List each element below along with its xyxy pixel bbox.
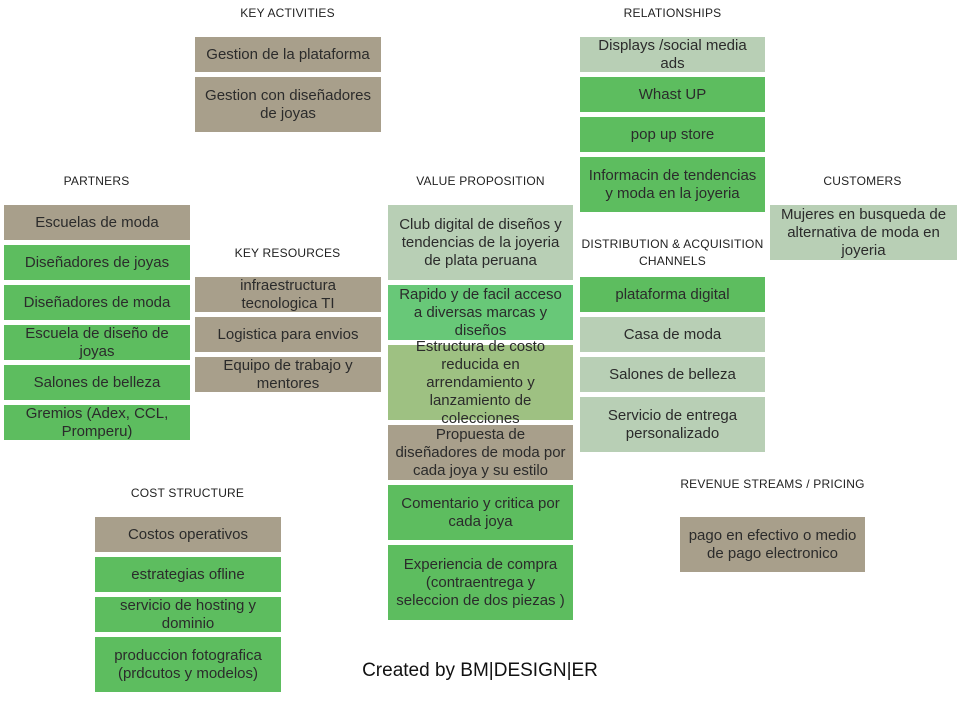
partner-card: Gremios (Adex, CCL, Promperu)	[4, 405, 190, 440]
partner-card: Diseñadores de moda	[4, 285, 190, 320]
distribution-channel-card: Casa de moda	[580, 317, 765, 352]
value-proposition-card: Comentario y critica por cada joya	[388, 485, 573, 540]
cost-structure-card: servicio de hosting y dominio	[95, 597, 281, 632]
header-value-proposition: VALUE PROPOSITION	[416, 174, 545, 188]
partner-card: Escuela de diseño de joyas	[4, 325, 190, 360]
header-cost-structure: COST STRUCTURE	[130, 486, 245, 500]
partner-card: Salones de belleza	[4, 365, 190, 400]
header-partners: PARTNERS	[63, 174, 130, 188]
key-resource-card: Equipo de trabajo y mentores	[195, 357, 381, 392]
key-activity-card: Gestion de la plataforma	[195, 37, 381, 72]
relationship-card: Displays /social media ads	[580, 37, 765, 72]
distribution-channel-card: Salones de belleza	[580, 357, 765, 392]
cost-structure-card: estrategias ofline	[95, 557, 281, 592]
value-proposition-card: Estructura de costo reducida en arrendam…	[388, 338, 573, 427]
value-proposition-card: Rapido y de facil acceso a diversas marc…	[388, 285, 573, 340]
partner-card: Diseñadores de joyas	[4, 245, 190, 280]
distribution-channel-card: Servicio de entrega personalizado	[580, 397, 765, 452]
relationship-card: pop up store	[580, 117, 765, 152]
cost-structure-card: Costos operativos	[95, 517, 281, 552]
value-proposition-card: Experiencia de compra (contraentrega y s…	[388, 545, 573, 620]
header-customers: CUSTOMERS	[823, 174, 902, 188]
relationship-card: Informacin de tendencias y moda en la jo…	[580, 157, 765, 212]
revenue-stream-card: pago en efectivo o medio de pago electro…	[680, 517, 865, 572]
value-proposition-card: Propuesta de diseñadores de moda por cad…	[388, 425, 573, 480]
header-key-activities: KEY ACTIVITIES	[240, 6, 335, 20]
header-key-resources: KEY RESOURCES	[234, 246, 341, 260]
partner-card: Escuelas de moda	[4, 205, 190, 240]
header-relationships: RELATIONSHIPS	[623, 6, 722, 20]
customer-card: Mujeres en busqueda de alternativa de mo…	[770, 205, 957, 260]
distribution-channel-card: plataforma digital	[580, 277, 765, 312]
value-proposition-card: Club digital de diseños y tendencias de …	[388, 205, 573, 280]
header-revenue-streams: REVENUE STREAMS / PRICING	[680, 477, 865, 491]
cost-structure-card: produccion fotografica (prdcutos y model…	[95, 637, 281, 692]
relationship-card: Whast UP	[580, 77, 765, 112]
header-distribution-channels: DISTRIBUTION & ACQUISITION CHANNELS	[581, 237, 764, 268]
key-resource-card: infraestructura tecnologica TI	[195, 277, 381, 312]
footer-credit: Created by BM|DESIGN|ER	[362, 660, 598, 681]
key-activity-card: Gestion con diseñadores de joyas	[195, 77, 381, 132]
key-resource-card: Logistica para envios	[195, 317, 381, 352]
